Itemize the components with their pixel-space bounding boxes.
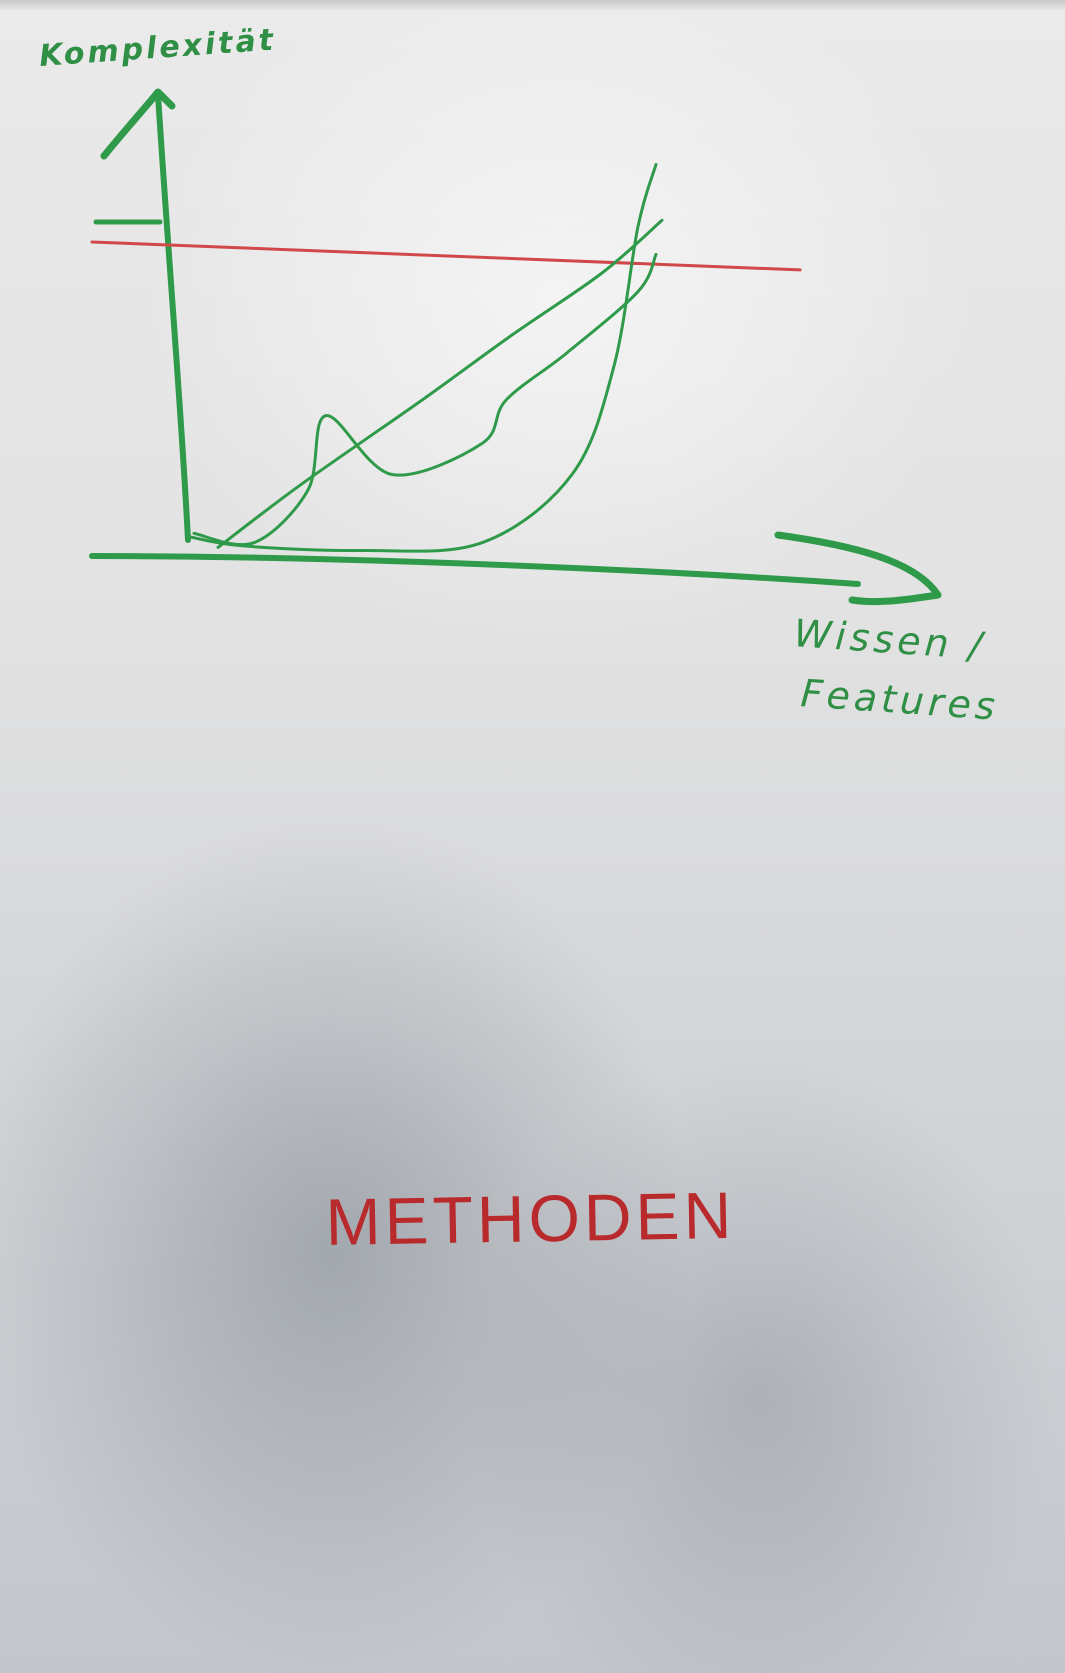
x-axis-label-line1: Wissen / — [792, 611, 987, 668]
series-curve-2 — [216, 218, 664, 549]
y-axis — [155, 92, 191, 543]
series-curve-3 — [192, 252, 658, 547]
x-axis-label-line2: Features — [799, 671, 1000, 729]
reference-line — [90, 240, 802, 272]
x-axis-arrowhead — [774, 531, 942, 606]
series-curve-1 — [186, 163, 658, 553]
y-axis-arrowhead — [100, 88, 176, 160]
whiteboard-frame — [0, 0, 1065, 10]
series-group — [186, 163, 664, 553]
x-axis — [89, 553, 861, 587]
y-axis-label: Komplexität — [38, 23, 277, 74]
methoden-annotation: METHODEN — [325, 1178, 736, 1259]
